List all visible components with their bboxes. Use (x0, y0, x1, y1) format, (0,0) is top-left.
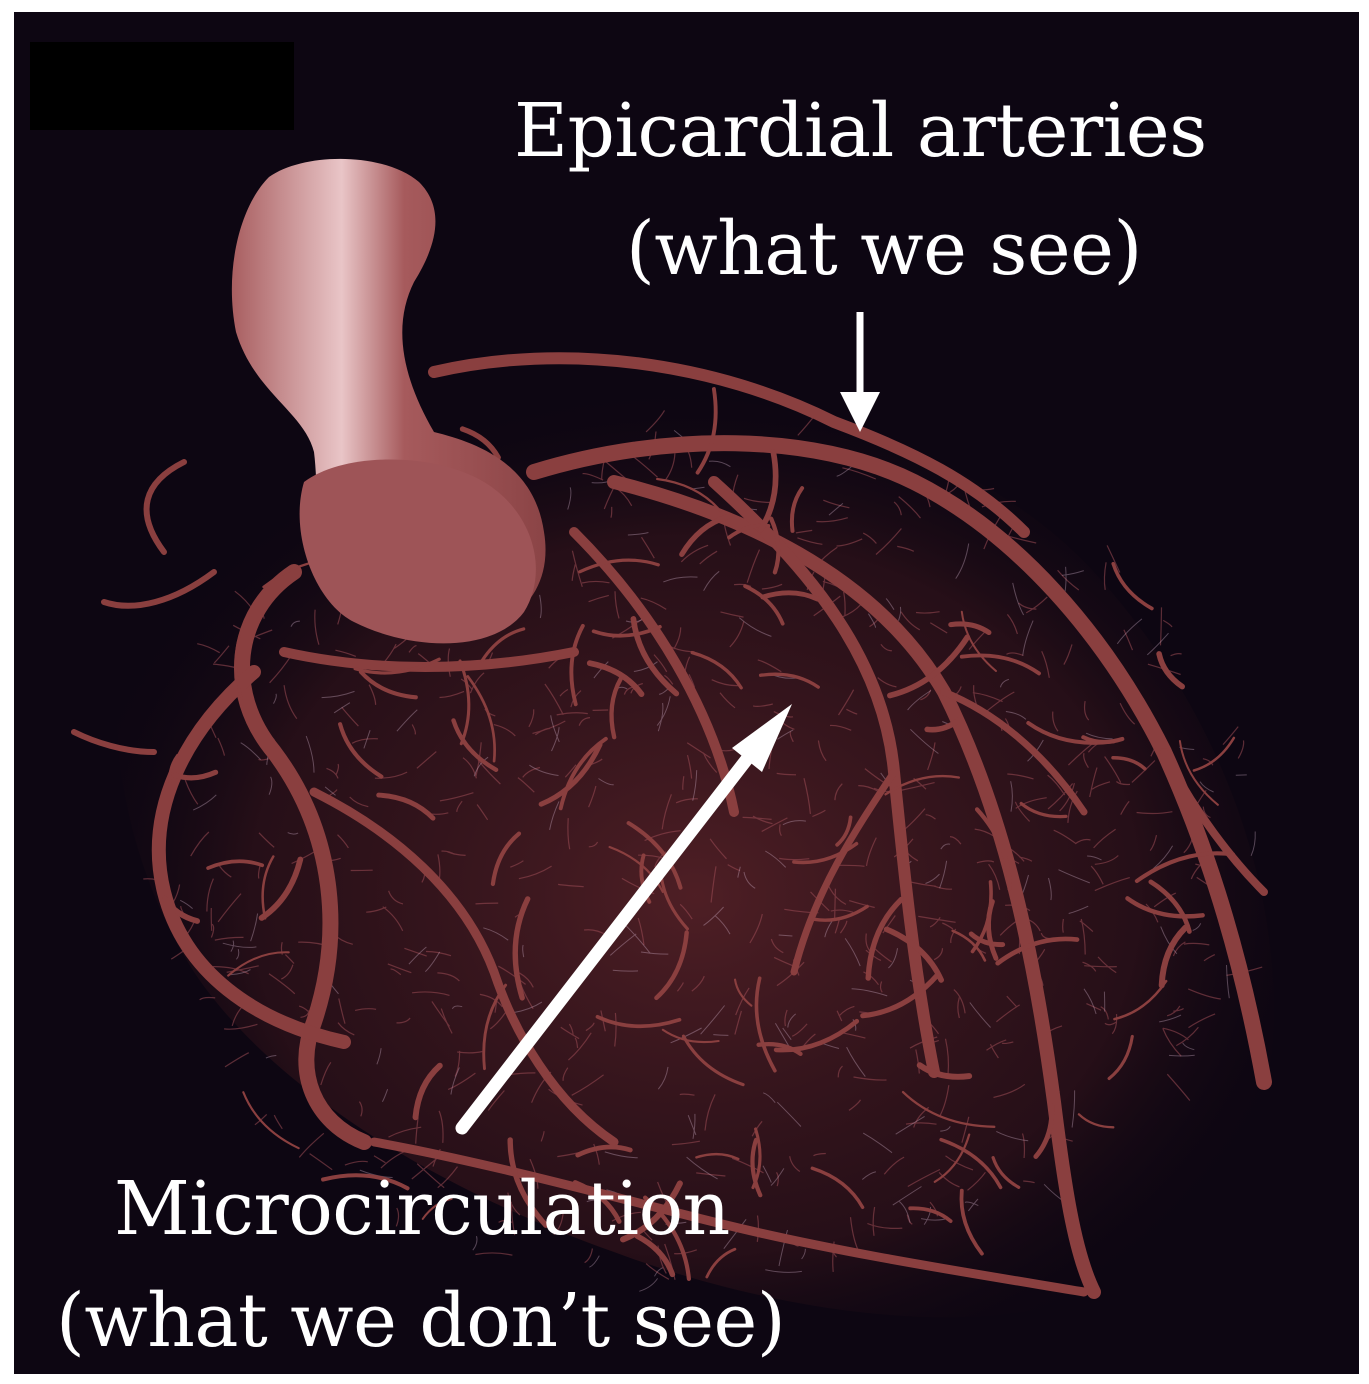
microvessel (274, 1115, 282, 1129)
arterial-branch (243, 1092, 298, 1148)
microcirculation-label-line2: (what we don’t see) (56, 1284, 785, 1358)
microvessel (299, 1133, 324, 1157)
microvessel (1163, 620, 1172, 627)
microvessel (475, 1253, 512, 1255)
microvessel (835, 889, 836, 921)
microvessel (225, 1053, 249, 1067)
microvessel (589, 1256, 599, 1268)
epicardial-label-line2: (what we see) (626, 212, 1142, 286)
image-frame: Epicardial arteries (what we see) Microc… (14, 12, 1359, 1374)
microvessel (200, 998, 216, 1000)
microvessel (1161, 607, 1162, 645)
epicardial-arrow (840, 312, 880, 432)
microvessel (1238, 740, 1243, 758)
microvessel (1251, 832, 1255, 856)
microcirculation-label-line1: Microcirculation (114, 1172, 730, 1246)
microvessel (1063, 919, 1064, 933)
microvessel (1171, 654, 1182, 656)
microvessel (374, 1156, 386, 1163)
epicardial-label-line1: Epicardial arteries (514, 94, 1207, 168)
microvessel (345, 1161, 368, 1165)
